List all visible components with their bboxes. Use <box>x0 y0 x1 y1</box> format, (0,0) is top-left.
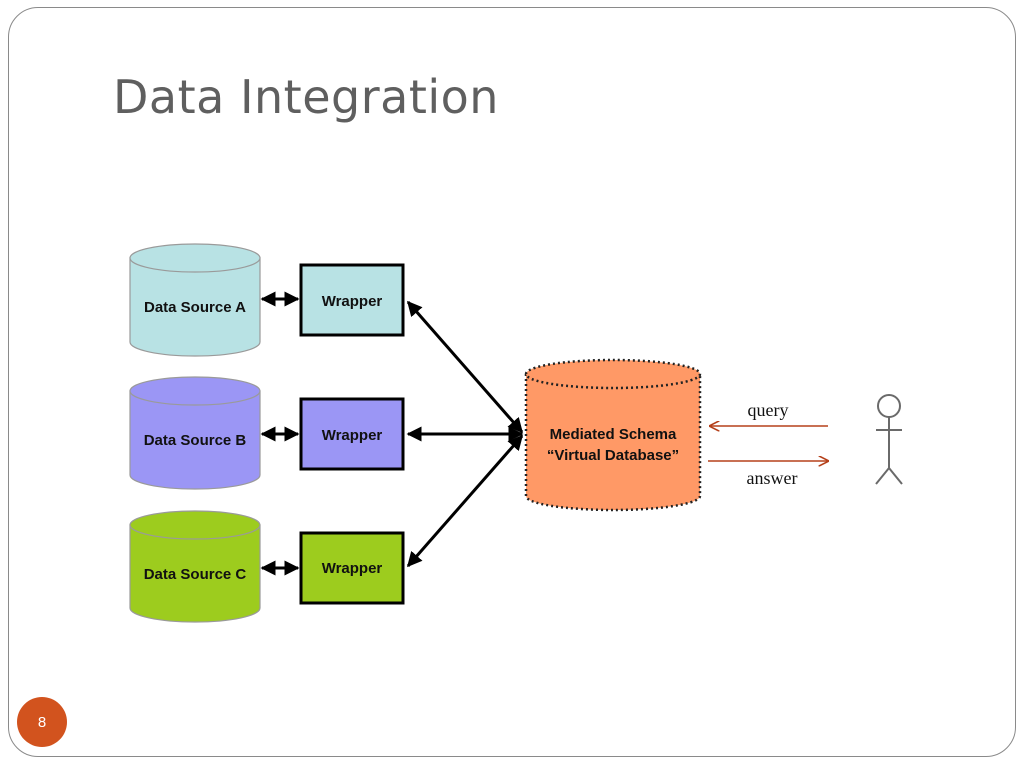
wrapper-a-box <box>299 263 405 337</box>
wrapper-a-label: Wrapper <box>322 293 383 310</box>
data-source-b-label: Data Source B <box>144 432 247 449</box>
wrapper-b-box <box>299 397 405 471</box>
query-label: query <box>748 400 789 420</box>
data-source-b-cylinder-top <box>129 376 261 406</box>
answer-label: answer <box>747 468 798 488</box>
data-source-a: Data Source A <box>129 243 261 357</box>
data-source-c-cylinder <box>129 524 261 623</box>
virtual-database-label: “Virtual Database” <box>547 447 679 464</box>
wrapper-c-box <box>299 531 405 605</box>
data-source-c: Data Source C <box>129 510 261 623</box>
data-source-a-label: Data Source A <box>144 299 246 316</box>
data-source-c-label: Data Source C <box>144 566 247 583</box>
wrapper-c-mediator-arrow <box>406 434 524 568</box>
data-source-b-cylinder <box>129 390 261 490</box>
mediated-schema-label: Mediated Schema <box>550 426 677 443</box>
wrapper-a: Wrapper <box>299 263 405 337</box>
data-source-a-cylinder <box>129 257 261 357</box>
wrapper-c: Wrapper <box>299 531 405 605</box>
mediated-schema-cylinder <box>524 372 702 512</box>
stick-figure-user-icon <box>875 394 903 485</box>
slide-title: Data Integration <box>113 70 499 124</box>
wrapper-c-label: Wrapper <box>322 560 383 577</box>
wrapper-b-label: Wrapper <box>322 427 383 444</box>
data-source-b: Data Source B <box>129 376 261 490</box>
page-number-badge: 8 <box>17 697 67 747</box>
wrapper-a-mediator-arrow <box>406 300 524 434</box>
wrapper-b: Wrapper <box>299 397 405 471</box>
data-source-a-cylinder-top <box>129 243 261 273</box>
mediated-schema: Mediated Schema “Virtual Database” <box>524 358 702 512</box>
mediated-schema-cylinder-top <box>524 358 702 390</box>
data-source-c-cylinder-top <box>129 510 261 540</box>
